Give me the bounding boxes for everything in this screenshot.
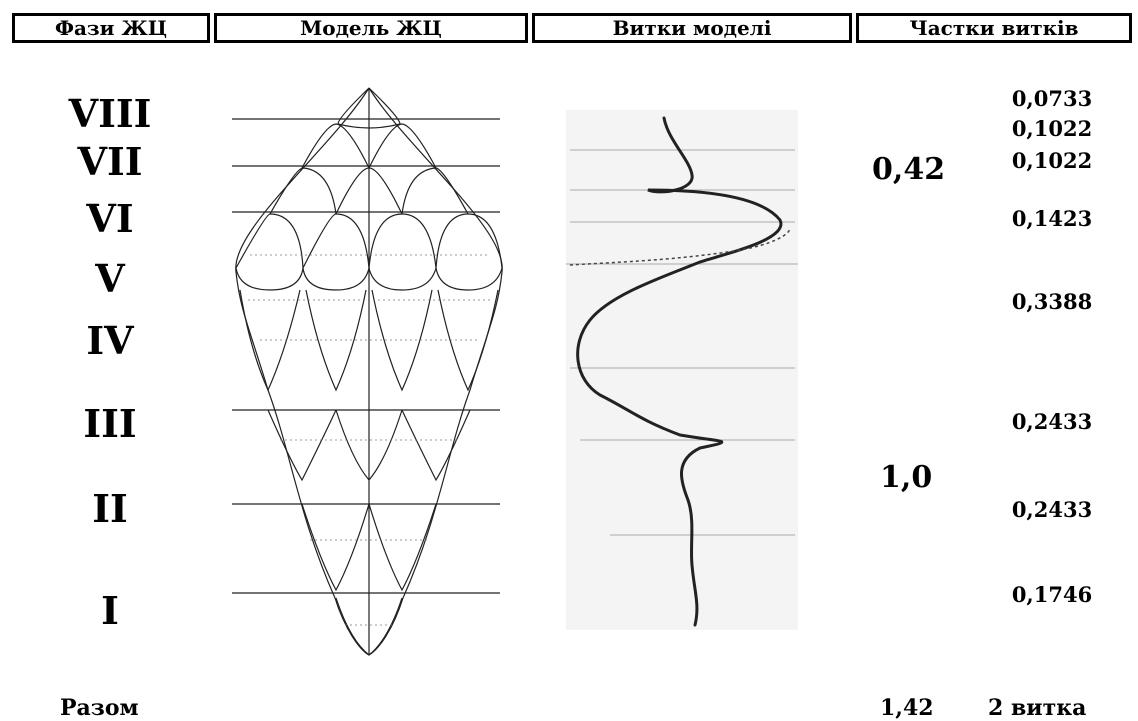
group-total-upper: 0,42 <box>872 154 945 186</box>
total-label: Разом <box>60 696 139 720</box>
share-vii-a: 0,1022 <box>992 117 1112 141</box>
share-i: 0,1746 <box>992 583 1112 607</box>
total-sum: 1,42 <box>880 696 934 720</box>
share-vi: 0,1423 <box>992 207 1112 231</box>
share-iii: 0,2433 <box>992 410 1112 434</box>
group-total-lower: 1,0 <box>880 462 932 494</box>
share-ii: 0,2433 <box>992 498 1112 522</box>
share-viii: 0,0733 <box>992 87 1112 111</box>
share-v-iv: 0,3388 <box>992 290 1112 314</box>
total-turns: 2 витка <box>988 696 1086 720</box>
share-vii-b: 0,1022 <box>992 149 1112 173</box>
